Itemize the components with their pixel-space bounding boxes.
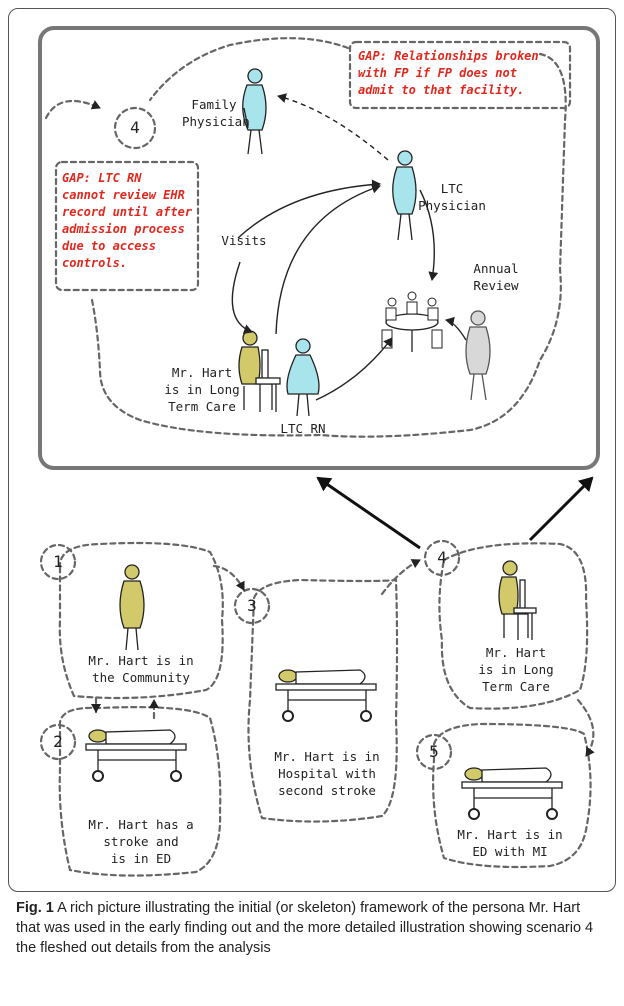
step-4-detail-circle xyxy=(113,106,157,150)
chair-icon xyxy=(255,349,281,412)
step-2-text: Mr. Hart has a stroke and is in ED xyxy=(88,817,194,866)
scenario-4-entry-arrow xyxy=(44,99,102,120)
scenario-4-region xyxy=(90,52,567,438)
step-1-region xyxy=(58,541,224,700)
step-1-circle xyxy=(39,543,77,581)
step-3-number: 3 xyxy=(247,596,257,615)
step-5-number: 5 xyxy=(429,742,439,761)
step-4-to-detail-arrow-left xyxy=(316,476,421,550)
step-4-circle xyxy=(423,539,461,577)
figure-caption: Fig. 1 A rich picture illustrating the i… xyxy=(16,898,608,958)
physician-to-review-arrow xyxy=(419,189,439,281)
ltc-rn-person-icon xyxy=(286,338,320,417)
scenario-4-region-top xyxy=(148,37,350,102)
figure-label: Fig. 1 xyxy=(16,900,54,916)
step-1-text: Mr. Hart is in the Community xyxy=(88,653,194,685)
grey-to-review-arrow xyxy=(445,316,467,341)
ltc-rn-label: LTC RN xyxy=(280,421,326,436)
visits-arrow-down xyxy=(231,261,253,334)
family-physician-person-icon xyxy=(242,68,267,155)
step-4-number: 4 xyxy=(437,548,447,567)
gap-rn-box xyxy=(54,160,200,292)
mr-hart-ltc-label: Mr. Hart is in Long Term Care xyxy=(164,365,240,414)
step-4-to-5-connector xyxy=(576,698,595,758)
step-4-detail-number: 4 xyxy=(130,118,140,137)
step-1-person-icon xyxy=(119,564,145,651)
step-3-circle xyxy=(233,587,271,625)
grey-person-icon xyxy=(465,310,491,401)
mr-hart-to-physician-arrow xyxy=(275,183,381,335)
step-1-number: 1 xyxy=(53,552,63,571)
gap-fp-text: GAP: Relationships broken with FP if FP … xyxy=(358,49,539,97)
step-2-stretcher-icon xyxy=(85,729,187,782)
step-4-to-detail-arrow-right xyxy=(528,476,594,542)
step-3-to-4-connector xyxy=(380,558,422,596)
step-3-region xyxy=(247,578,399,823)
step-1-to-3-connector xyxy=(212,564,246,592)
step-3-text: Mr. Hart is in Hospital with second stro… xyxy=(274,749,380,798)
step-2-circle xyxy=(39,723,77,761)
step-5-region xyxy=(432,722,592,869)
step-5-stretcher-icon xyxy=(461,767,563,820)
scenario-4-detail-panel xyxy=(38,26,600,470)
family-physician-label: Family Physician xyxy=(182,97,250,129)
visits-arrow-up xyxy=(237,179,381,239)
step-4-text: Mr. Hart is in Long Term Care xyxy=(478,645,554,694)
rn-to-review-arrow xyxy=(315,337,393,401)
gap-fp-box xyxy=(348,40,572,110)
step-4-region xyxy=(438,542,589,710)
visits-label: Visits xyxy=(221,233,267,248)
step-5-text: Mr. Hart is in ED with MI xyxy=(457,827,563,859)
caption-text: A rich picture illustrating the initial … xyxy=(16,900,594,956)
annual-review-label: Annual Review xyxy=(473,261,519,293)
step-5-circle xyxy=(415,733,453,771)
ltc-physician-label: LTC Physician xyxy=(418,181,486,213)
ltc-physician-person-icon xyxy=(392,150,417,241)
gap-rn-text: GAP: LTC RN cannot review EHR record unt… xyxy=(62,171,193,270)
step-3-stretcher-icon xyxy=(275,669,377,722)
step-4-seated-person-icon xyxy=(498,560,537,640)
step-2-region xyxy=(58,706,222,877)
step-2-number: 2 xyxy=(53,732,63,751)
